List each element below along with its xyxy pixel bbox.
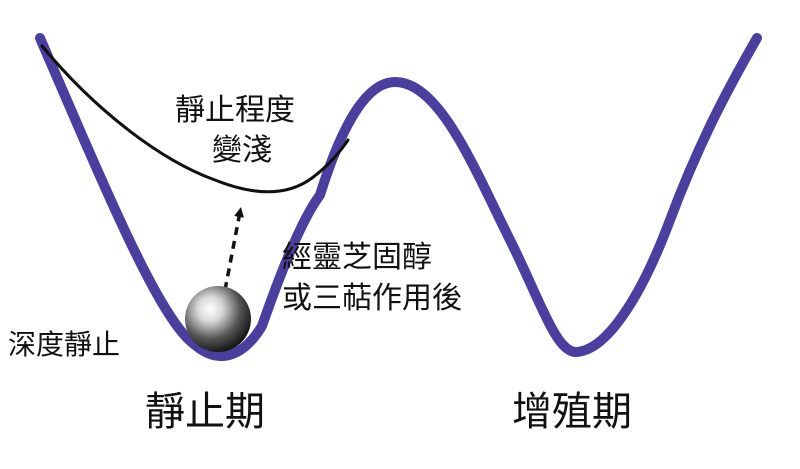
treatment-label-line2: 或三萜作用後 (282, 281, 462, 316)
upward-arrow-icon (223, 207, 244, 291)
shallow-label-line2: 變淺 (212, 133, 272, 168)
sphere-ball-icon (185, 286, 251, 352)
energy-landscape-curve (35, 33, 762, 362)
shallow-quiescence-curve (40, 44, 350, 194)
quiescent-phase-label: 靜止期 (145, 389, 265, 435)
shallow-label-line1: 靜止程度 (175, 93, 295, 128)
proliferative-phase-label: 增殖期 (512, 389, 632, 435)
deep-quiescence-label: 深度靜止 (8, 328, 120, 361)
treatment-label-line1: 經靈芝固醇 (282, 240, 432, 275)
